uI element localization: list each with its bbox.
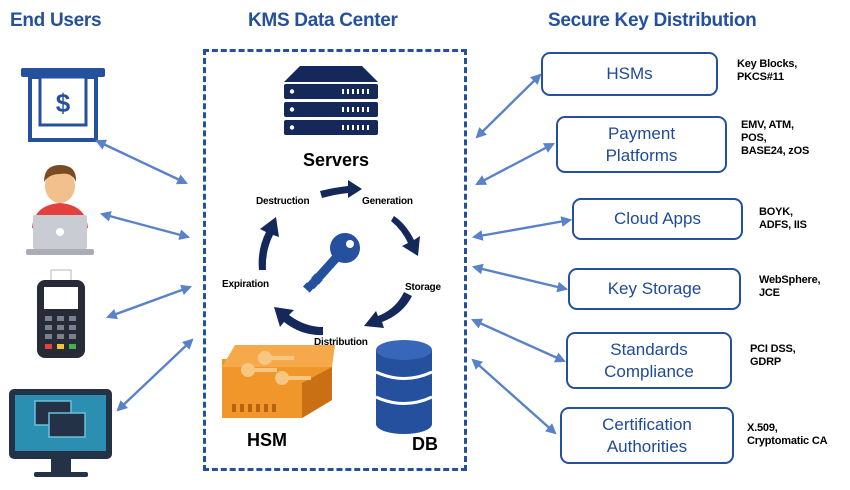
pos-terminal-icon xyxy=(37,269,85,358)
note-line: PKCS#11 xyxy=(737,71,784,83)
kms-data-center-box xyxy=(203,49,467,471)
ca-connection-arrow xyxy=(471,358,557,435)
dest-cloud-notes: BOYK, ADFS, IIS xyxy=(759,206,807,232)
lifecycle-cycle-arrows xyxy=(258,180,420,336)
kms-data-center-heading: KMS Data Center xyxy=(248,10,398,31)
lifecycle-expiration-label: Expiration xyxy=(222,279,269,290)
lifecycle-storage-label: Storage xyxy=(405,282,441,293)
dest-standards-compliance: Standards Compliance xyxy=(566,332,732,389)
cycle-arrow-expiration xyxy=(274,307,323,336)
dest-hsms-label: HSMs xyxy=(606,64,653,83)
key-storage-connection-arrow xyxy=(471,263,569,293)
note-line: PCI DSS, xyxy=(750,343,796,355)
distribution-connection-arrows xyxy=(471,73,573,435)
note-line: ADFS, IIS xyxy=(759,219,807,231)
secure-key-distribution-heading: Secure Key Distribution xyxy=(548,10,757,31)
note-line: BOYK, xyxy=(759,206,793,218)
lifecycle-destruction-label: Destruction xyxy=(256,196,310,207)
dest-key-storage: Key Storage xyxy=(568,268,741,310)
dest-ca-label-line: Authorities xyxy=(606,436,688,456)
note-line: WebSphere, xyxy=(759,274,821,286)
dest-compliance-label-line: Standards xyxy=(610,339,688,359)
atm-icon: $ xyxy=(21,68,105,142)
lifecycle-generation-label: Generation xyxy=(362,196,413,207)
note-line: Key Blocks, xyxy=(737,58,798,70)
hsm-label: HSM xyxy=(247,430,287,450)
user-connection-arrows xyxy=(95,139,194,412)
dest-cloud-label: Cloud Apps xyxy=(614,209,701,228)
payment-connection-arrow xyxy=(475,142,555,186)
dest-cloud-apps: Cloud Apps xyxy=(572,198,743,240)
user-laptop-icon xyxy=(26,165,94,255)
dest-payment-label-line: Payment xyxy=(607,123,676,143)
note-line: Cryptomatic CA xyxy=(747,435,828,447)
note-line: X.509, xyxy=(747,422,778,434)
laptop-connection-arrow xyxy=(99,211,191,240)
hsms-connection-arrow xyxy=(475,73,542,139)
cycle-arrow-generation xyxy=(320,180,362,198)
pos-connection-arrow xyxy=(105,284,193,320)
lifecycle-distribution-label: Distribution xyxy=(314,337,368,348)
dest-certification-authorities: Certification Authorities xyxy=(560,407,734,464)
cloud-connection-arrow xyxy=(471,216,573,241)
dest-payment-notes: EMV, ATM, POS, BASE24, zOS xyxy=(741,119,809,158)
dest-ca-notes: X.509, Cryptomatic CA xyxy=(747,422,828,448)
cycle-arrow-destruction xyxy=(258,217,279,270)
note-line: POS, xyxy=(741,132,767,144)
atm-connection-arrow xyxy=(95,139,188,185)
servers-icon xyxy=(284,66,378,135)
note-line: EMV, ATM, xyxy=(741,119,794,131)
key-icon xyxy=(303,233,360,293)
monitor-icon xyxy=(9,389,112,477)
end-users-heading: End Users xyxy=(10,10,102,31)
servers-label: Servers xyxy=(303,150,370,170)
cycle-arrow-storage xyxy=(391,216,420,256)
dest-payment-label-line: Platforms xyxy=(605,145,678,165)
dest-compliance-notes: PCI DSS, GDRP xyxy=(750,343,796,369)
compliance-connection-arrow xyxy=(471,318,566,363)
svg-text:$: $ xyxy=(56,88,71,118)
cycle-arrow-distribution xyxy=(364,292,412,328)
note-line: JCE xyxy=(759,287,780,299)
dest-compliance-label-line: Compliance xyxy=(604,361,694,381)
dest-key-storage-label: Key Storage xyxy=(607,279,702,298)
dest-ca-label-line: Certification xyxy=(602,414,692,434)
database-icon xyxy=(375,340,433,434)
dest-key-storage-notes: WebSphere, JCE xyxy=(759,274,821,300)
dest-payment-platforms: Payment Platforms xyxy=(556,116,727,173)
db-label: DB xyxy=(412,434,438,454)
monitor-connection-arrow xyxy=(116,338,194,412)
dest-hsms: HSMs xyxy=(541,52,718,96)
note-line: GDRP xyxy=(750,356,781,368)
note-line: BASE24, zOS xyxy=(741,145,810,157)
dest-hsms-notes: Key Blocks, PKCS#11 xyxy=(737,58,797,84)
hsm-icon xyxy=(222,345,335,418)
